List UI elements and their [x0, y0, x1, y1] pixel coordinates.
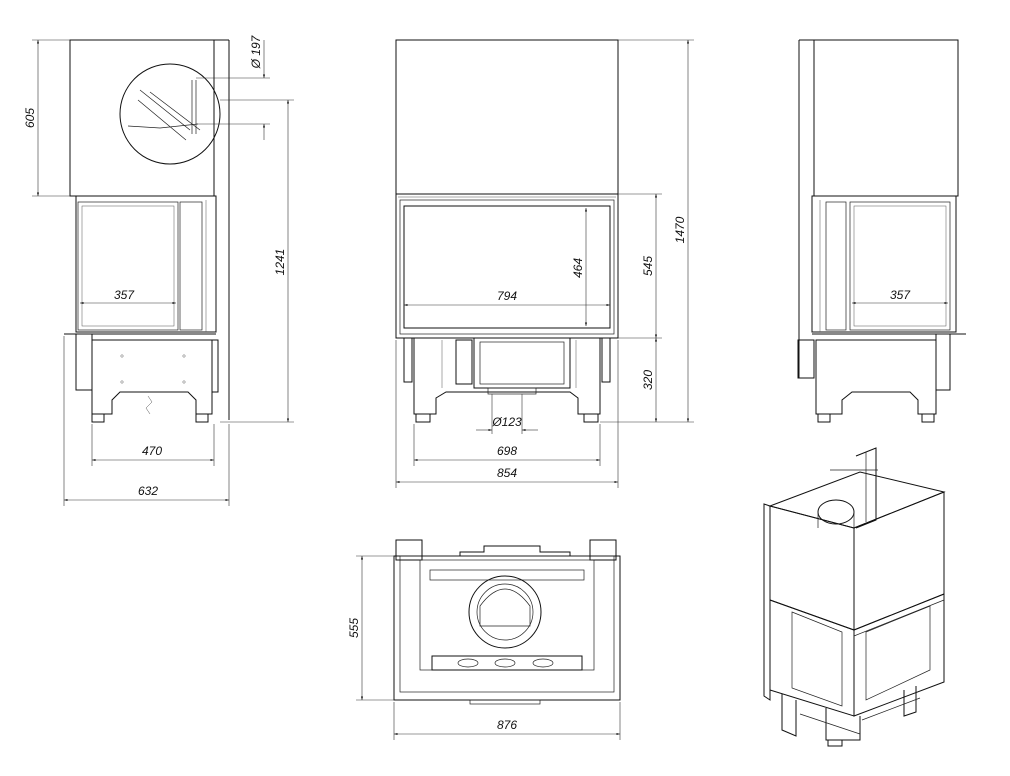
dim-top-depth: 555	[347, 618, 361, 638]
side-view-left: 605 Ø 197 1241 357 470 632	[23, 34, 294, 506]
side-view-right: 357	[797, 39, 966, 423]
dim-front-base-height: 320	[641, 370, 655, 390]
dim-front-overall-width: 854	[497, 466, 517, 480]
dim-left-top-height: 605	[23, 108, 37, 128]
base-rivets	[120, 354, 186, 384]
dim-front-glass-width: 794	[497, 289, 517, 303]
dim-left-flue-diameter: Ø 197	[249, 34, 263, 69]
dim-front-leg-span: 698	[497, 444, 517, 458]
dim-top-width: 876	[497, 718, 517, 732]
dim-front-total-height: 1470	[673, 216, 687, 243]
dim-front-glass-height: 464	[571, 258, 585, 278]
dim-left-total-height: 1241	[273, 249, 287, 276]
front-view: 794 464 545 320 1470 Ø123 698 854	[395, 39, 694, 488]
dim-left-glass-width: 357	[114, 288, 135, 302]
dim-left-base-width: 470	[142, 444, 162, 458]
dim-front-air-diameter: Ø123	[491, 415, 522, 429]
isometric-view	[763, 447, 946, 747]
dim-right-glass-width: 357	[890, 288, 911, 302]
dim-front-door-height: 545	[641, 256, 655, 276]
top-view: 555 876	[347, 539, 621, 740]
dim-left-overall-width: 632	[138, 484, 158, 498]
